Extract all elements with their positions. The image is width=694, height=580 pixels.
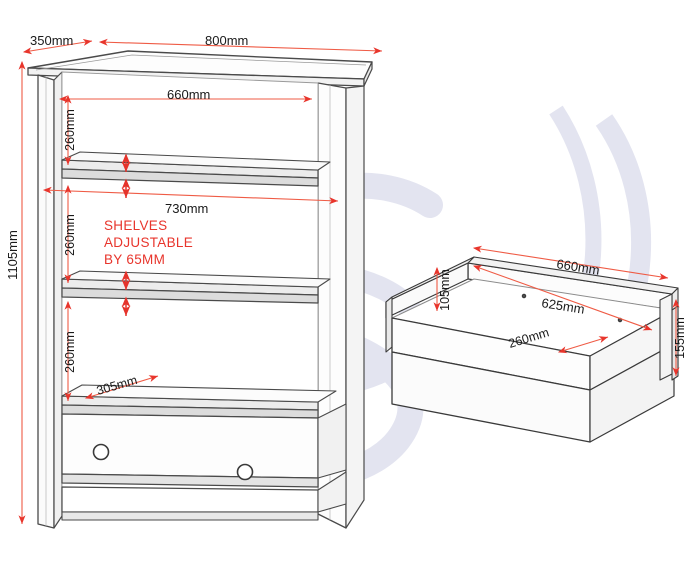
bookcase-body <box>27 50 373 529</box>
label-1105mm: 1105mm <box>5 230 20 280</box>
label-drawer-155mm: 155mm <box>673 317 687 359</box>
drawer-knob-right <box>236 463 254 481</box>
bookcase-drawer-front <box>61 403 347 488</box>
bookcase-plinth <box>61 471 347 521</box>
label-drawer-105mm: 105mm <box>438 269 452 311</box>
drawer-dimensions <box>433 245 680 376</box>
label-drawer-625mm: 625mm <box>541 295 586 317</box>
dimline-drawer-260 <box>557 336 609 354</box>
bookcase-dimensions <box>18 38 383 524</box>
bookcase-shelf-2 <box>61 270 331 304</box>
label-260mm-a: 260mm <box>63 109 77 151</box>
note-line-2: ADJUSTABLE <box>104 235 193 250</box>
label-260mm-c: 260mm <box>63 331 77 373</box>
drawer-detail-body <box>385 256 679 443</box>
bookcase-left-panel <box>37 71 63 529</box>
label-350mm: 350mm <box>30 33 73 48</box>
label-800mm: 800mm <box>205 33 248 48</box>
label-730mm-shelf: 730mm <box>165 201 208 216</box>
shelves-adjustable-note: SHELVES ADJUSTABLE BY 65MM <box>104 218 193 267</box>
dimline-800 <box>98 38 383 55</box>
note-line-3: BY 65MM <box>104 252 165 267</box>
dimline-drawer-625 <box>472 265 653 331</box>
label-660mm-shelf: 660mm <box>167 87 210 102</box>
note-line-1: SHELVES <box>104 218 167 233</box>
label-drawer-660mm: 660mm <box>556 256 601 278</box>
drawer-knob-left <box>92 443 110 461</box>
dimline-350 <box>22 38 93 55</box>
dimline-305 <box>84 375 159 400</box>
dimline-730 <box>42 186 339 205</box>
label-260mm-b: 260mm <box>63 214 77 256</box>
